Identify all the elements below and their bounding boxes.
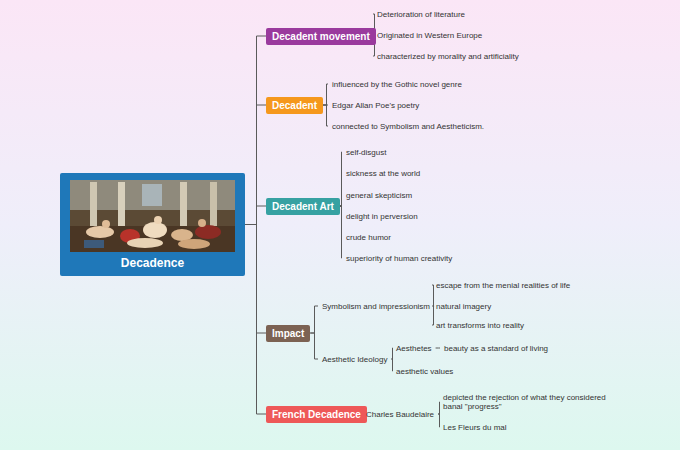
topic-label: Symbolism and impressionism [322,302,430,311]
central-topic: Decadence [60,173,245,276]
branch-topic: Impact [266,325,310,342]
branch-connector [310,306,318,333]
branch-connector [436,348,440,349]
topic-label: Edgar Allan Poe's poetry [332,101,419,110]
subtopic-text: superiority of human creativity [345,253,453,264]
subtopic-text: connected to Symbolism and Aestheticism. [331,121,485,132]
topic-label: influenced by the Gothic novel genre [332,80,462,89]
branch-connector [340,195,342,206]
topic-label: crude humor [346,233,391,242]
topic-label: art transforms into reality [436,321,524,330]
topic-label: Decadent Art [272,201,334,212]
branch-connector [340,152,342,206]
topic-label: general skepticism [346,191,412,200]
topic-label: Deterioration of literature [377,10,465,19]
topic-label: sickness at the world [346,169,420,178]
topic-label: superiority of human creativity [346,254,452,263]
subtopic-text: Aesthetic Ideology [321,354,388,365]
branch-connector [340,173,342,206]
painting-illustration [70,180,235,252]
subtopic-text: delight in perversion [345,211,419,222]
topic-label: Originated in Western Europe [377,31,482,40]
topic-label: Charles Baudelaire [366,410,434,419]
branch-connector [438,414,439,427]
branch-topic: Decadent Art [266,198,340,215]
subtopic-text: Originated in Western Europe [376,30,483,41]
subtopic-text: beauty as a standard of living [443,343,549,354]
branch-connector [245,225,266,415]
topic-label: Decadent movement [272,31,370,42]
branch-connector [245,105,266,225]
subtopic-text: aesthetic values [395,366,454,377]
branch-connector [310,333,318,359]
branch-connector [323,84,328,105]
branch-topic: Decadent [266,97,323,114]
branch-connector [438,402,439,414]
branch-connector [245,225,266,334]
subtopic-text: characterized by morality and artificial… [376,51,520,62]
subtopic-text: sickness at the world [345,168,421,179]
subtopic-text: influenced by the Gothic novel genre [331,79,463,90]
topic-label: beauty as a standard of living [444,344,548,353]
subtopic-text: Charles Baudelaire [365,409,435,420]
topic-label: self-disgust [346,148,386,157]
topic-label: escape from the menial realities of life [436,281,570,290]
branch-connector [245,206,266,225]
subtopic-text: self-disgust [345,147,387,158]
subtopic-text: natural imagery [435,301,492,312]
subtopic-text: general skepticism [345,190,413,201]
subtopic-text: escape from the menial realities of life [435,280,571,291]
subtopic-text: art transforms into reality [435,320,525,331]
topic-label: aesthetic values [396,367,453,376]
subtopic-text: depicted the rejection of what they cons… [442,392,614,412]
topic-label: connected to Symbolism and Aestheticism. [332,122,484,131]
central-title: Decadence [60,256,245,270]
subtopic-text: Symbolism and impressionism [321,301,431,312]
subtopic-text: Aesthetes [395,343,433,354]
topic-label: Aesthetic Ideology [322,355,387,364]
topic-label: Aesthetes [396,344,432,353]
branch-connector [340,206,342,258]
branch-connector [323,105,328,126]
branch-connector [432,285,434,306]
topic-label: Decadent [272,100,317,111]
topic-label: delight in perversion [346,212,418,221]
subtopic-text: crude humor [345,232,392,243]
topic-label: Impact [272,328,304,339]
topic-label: French Decadence [272,409,361,420]
subtopic-text: Edgar Allan Poe's poetry [331,100,420,111]
subtopic-text: Les Fleurs du mal [442,422,508,433]
topic-label: Les Fleurs du mal [443,423,507,432]
branch-topic: Decadent movement [266,28,376,45]
topic-label: natural imagery [436,302,491,311]
topic-label: characterized by morality and artificial… [377,52,519,61]
branch-topic: French Decadence [266,406,367,423]
branch-connector [432,306,434,325]
branch-connector [391,359,392,371]
branch-connector [391,348,392,359]
subtopic-text: Deterioration of literature [376,9,466,20]
branch-connector [245,36,266,225]
topic-label: depicted the rejection of what they cons… [443,393,613,411]
